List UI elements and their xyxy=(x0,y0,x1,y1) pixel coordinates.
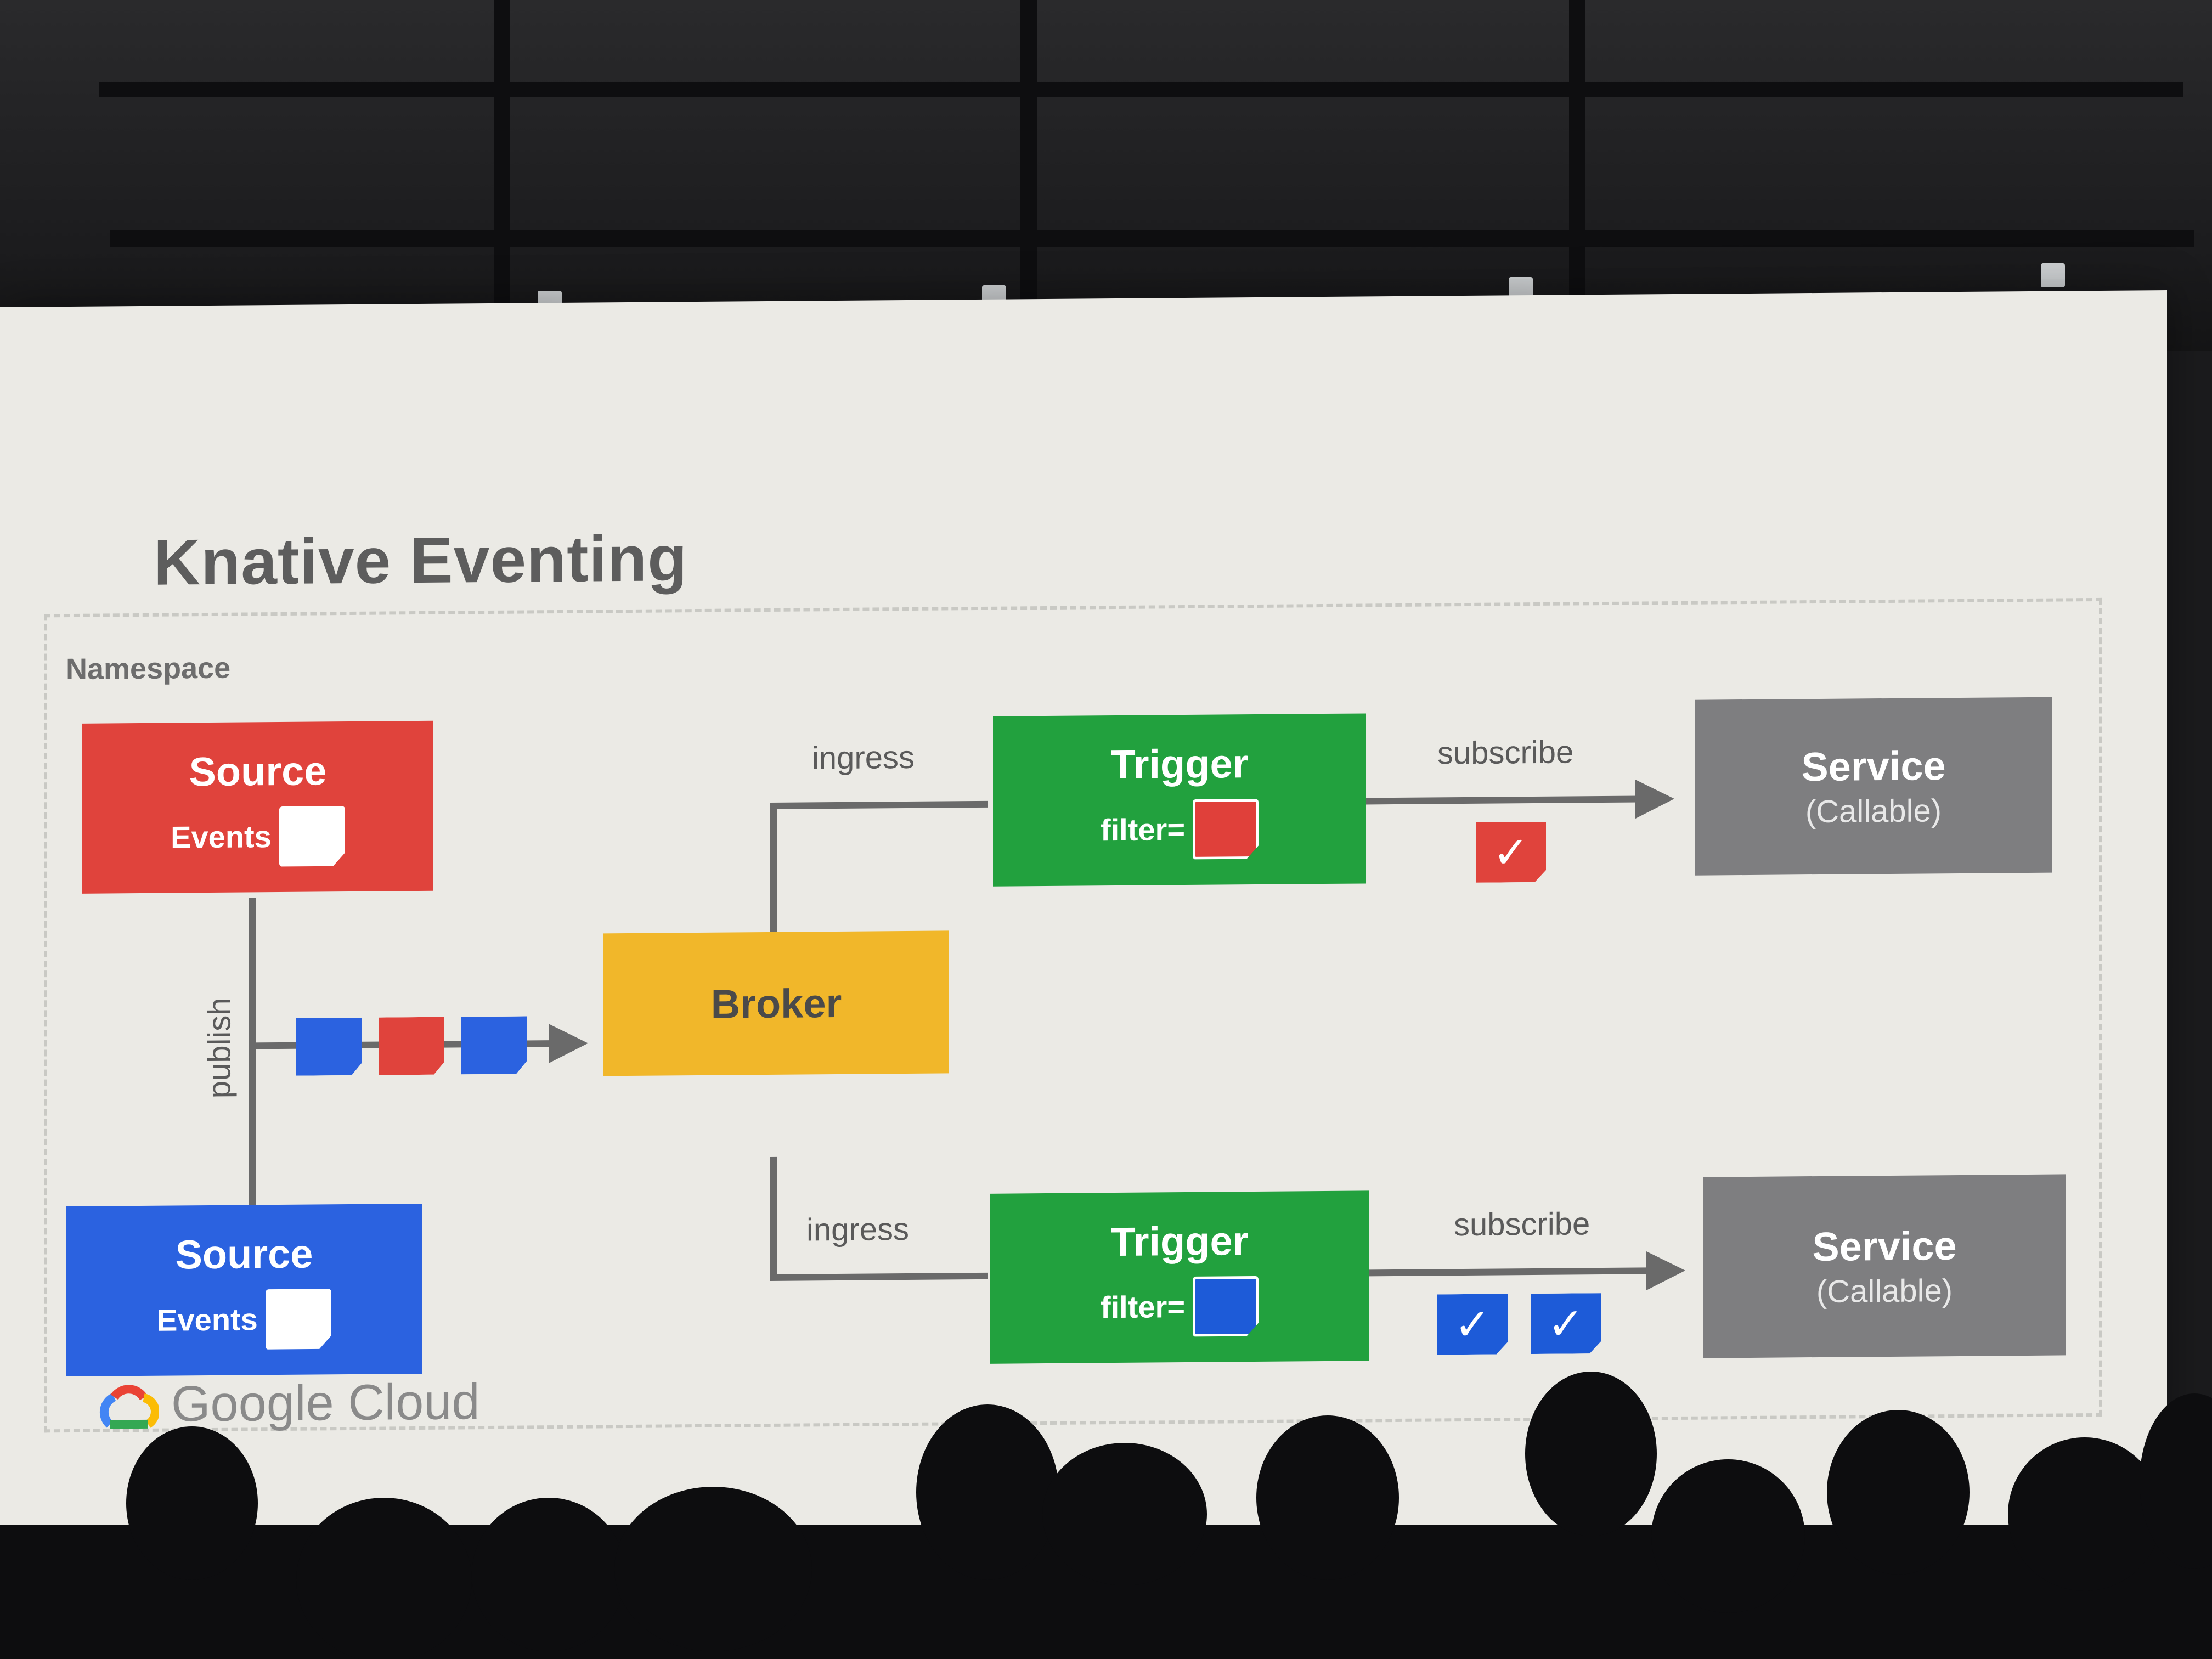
event-queue-item-blue xyxy=(296,1018,362,1076)
subscribe-bottom-arrow xyxy=(1369,1251,1685,1291)
events-label: Events xyxy=(171,819,272,855)
filter-label: filter= xyxy=(1100,812,1186,848)
ingress-bottom-label: ingress xyxy=(806,1211,909,1248)
service-title: Service xyxy=(1801,743,1946,790)
service-subtitle: (Callable) xyxy=(1805,793,1942,830)
source-title: Source xyxy=(189,747,327,794)
trigger-title: Trigger xyxy=(1110,740,1249,787)
filter-red-doc-icon xyxy=(1193,798,1259,859)
ceiling-beam xyxy=(110,230,2194,247)
subscribe-top-label: subscribe xyxy=(1437,734,1574,771)
event-queue-item-blue xyxy=(461,1016,527,1074)
ceiling-beam xyxy=(1020,0,1037,351)
google-cloud-logo: Google Cloud xyxy=(99,1373,480,1434)
filter-blue-doc-icon xyxy=(1193,1276,1259,1336)
trigger-filter-row: filter= xyxy=(1101,798,1259,860)
publish-label: publish xyxy=(201,997,238,1099)
subscribe-top-arrow xyxy=(1366,779,1674,819)
check-blue-icon: ✓ xyxy=(1531,1293,1601,1354)
slide: Knative Eventing Namespace Source E xyxy=(0,290,2167,1548)
ceiling-light xyxy=(2041,263,2065,287)
source-node-red: Source Events xyxy=(82,720,433,894)
brand-name: Google Cloud xyxy=(171,1374,480,1432)
ingress-top-line xyxy=(770,800,988,932)
source-events-row: Events xyxy=(171,806,345,867)
check-red-icon: ✓ xyxy=(1476,822,1546,883)
ceiling-beam xyxy=(1569,0,1585,351)
ceiling-beam xyxy=(99,82,2183,97)
service-title: Service xyxy=(1812,1222,1957,1270)
service-node-top: Service (Callable) xyxy=(1695,697,2052,876)
trigger-node-top: Trigger filter= xyxy=(993,713,1366,887)
ingress-bottom-line xyxy=(770,1156,988,1281)
trigger-filter-row: filter= xyxy=(1101,1276,1259,1337)
event-queue-item-red xyxy=(379,1017,444,1075)
broker-node: Broker xyxy=(603,930,949,1076)
subscribe-bottom-label: subscribe xyxy=(1454,1206,1590,1243)
source-title: Source xyxy=(175,1231,313,1277)
event-doc-icon xyxy=(266,1289,331,1350)
google-cloud-icon xyxy=(99,1384,159,1429)
event-doc-icon xyxy=(279,806,345,867)
events-label: Events xyxy=(157,1302,258,1338)
broker-title: Broker xyxy=(710,980,842,1027)
source-node-blue: Source Events xyxy=(66,1203,422,1377)
ingress-top-label: ingress xyxy=(812,739,915,776)
filter-label: filter= xyxy=(1100,1289,1186,1325)
check-blue-icon: ✓ xyxy=(1437,1294,1508,1355)
ceiling xyxy=(0,0,2212,351)
ceiling-beam xyxy=(494,0,510,351)
trigger-node-bottom: Trigger filter= xyxy=(990,1190,1369,1364)
trigger-title: Trigger xyxy=(1110,1217,1249,1265)
service-subtitle: (Callable) xyxy=(1816,1273,1953,1310)
source-events-row: Events xyxy=(157,1289,331,1350)
service-node-bottom: Service (Callable) xyxy=(1703,1174,2066,1358)
